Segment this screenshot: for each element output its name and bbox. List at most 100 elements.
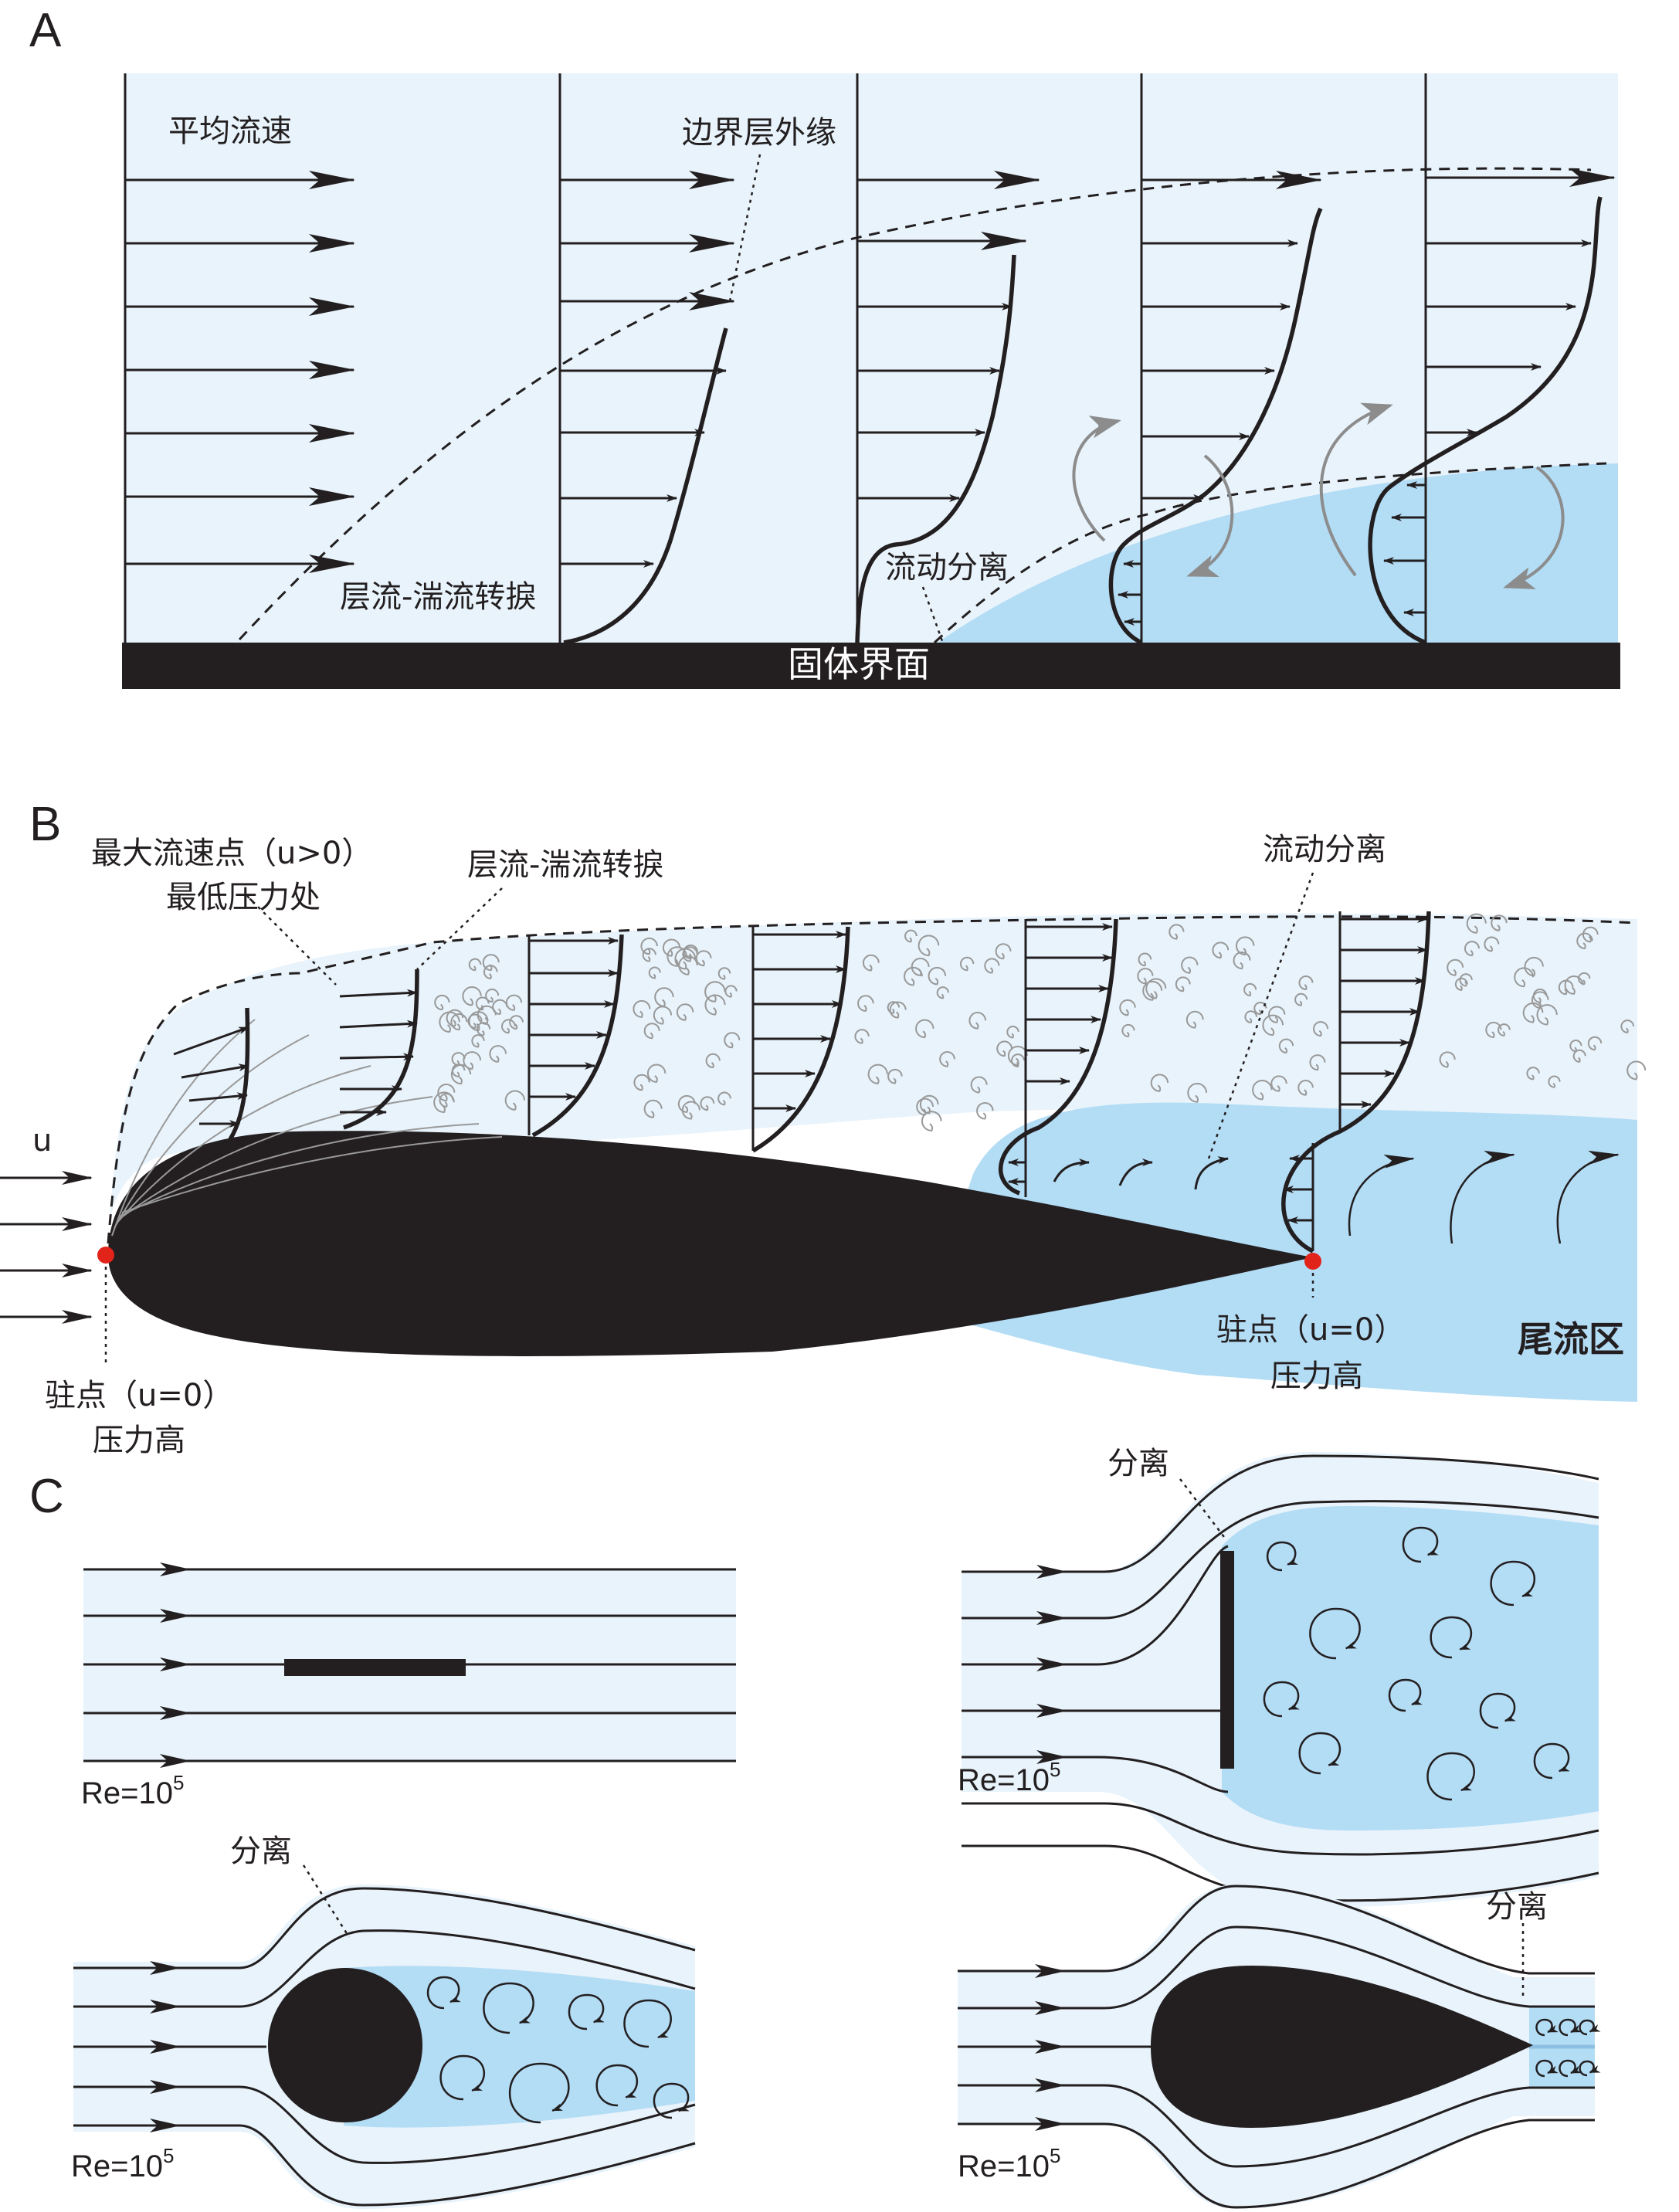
streamline [73, 1929, 696, 2008]
eddy-curl [681, 1101, 700, 1120]
velocity-profile-curve [1108, 207, 1323, 645]
velocity-arrow [173, 1026, 249, 1056]
front-stagnation-line2: 压力高 [93, 1423, 185, 1458]
eddy-curl [485, 988, 500, 1003]
airfoil-velocity-profile-4 [751, 926, 850, 1153]
eddy-curl [1454, 977, 1468, 991]
eddy-curl [904, 929, 918, 943]
re-base: Re=10 [81, 1776, 173, 1810]
eddy-curl [1262, 1014, 1284, 1036]
leader-line [302, 1864, 351, 1938]
incoming-flow-arrows [0, 1171, 93, 1324]
vortex [1426, 1752, 1475, 1801]
solid-interface-label: 固体界面 [788, 643, 930, 685]
boundary-layer-edge-label: 边界层外缘 [682, 115, 836, 151]
panel-c-letter: C [29, 1470, 64, 1523]
max-velocity-label-line1: 最大流速点（u>0） [91, 836, 372, 871]
vortex [1479, 1692, 1516, 1729]
eddy-curl [504, 1090, 525, 1111]
eddy-curl [678, 955, 698, 975]
cylinder-flow: 分离 Re=105 [71, 1834, 696, 2209]
velocity-profile-curve [343, 969, 419, 1130]
leader-line [246, 895, 337, 986]
flat-plate [284, 1659, 466, 1676]
eddy-curl [1119, 999, 1136, 1016]
eddy-curl [921, 1111, 942, 1131]
eddy-curl [1253, 1002, 1267, 1016]
eddy-curl [1185, 1010, 1204, 1029]
wake-swirls [1053, 1150, 1620, 1244]
eddy-curl [1532, 989, 1548, 1003]
eddy-curl [1526, 1067, 1540, 1081]
rear-stagnation-line1: 驻点（u=0） [1216, 1312, 1405, 1348]
eddy-curl [676, 1003, 694, 1021]
wake-vortices [426, 1976, 690, 2124]
eddy-curl [1498, 1023, 1511, 1036]
eddy-curl [1137, 968, 1154, 985]
max-velocity-label-line2: 最低压力处 [166, 880, 321, 915]
leader-line [728, 150, 762, 302]
u-symbol: u [32, 1123, 52, 1159]
eddy-curl [1294, 992, 1308, 1006]
eddy-curl [468, 1011, 489, 1032]
eddy-curl [640, 937, 658, 955]
eddy-curl [682, 946, 698, 962]
streamline [73, 2124, 696, 2207]
eddy-curl [704, 994, 726, 1016]
eddy-curl [437, 1084, 456, 1102]
eddy-curl [1587, 1036, 1603, 1051]
front-stagnation-line1: 驻点（u=0） [45, 1378, 233, 1413]
eddy-curl [976, 1102, 994, 1120]
eddy-curl [995, 943, 1012, 960]
velocity-profile-curve [531, 934, 624, 1138]
eddy-curl [683, 944, 698, 960]
streamline [962, 1545, 1229, 1666]
airfoil-velocity-profile-1 [173, 1007, 250, 1141]
eddy-curl [646, 1064, 667, 1083]
flat-plate-perpendicular: 分离 Re=105 [958, 1446, 1599, 1908]
swirl-arrow [1450, 1150, 1515, 1244]
transition-label-a: 层流-湍流转捩 [340, 579, 536, 615]
vortex [426, 1976, 461, 2010]
eddy-curl [1626, 1060, 1647, 1081]
vortex [1579, 2060, 1601, 2077]
transition-label-b: 层流-湍流转捩 [467, 847, 663, 883]
streamlined-body-flow: 分离 Re=105 [958, 1885, 1601, 2209]
eddy-curl [904, 966, 923, 986]
re-exponent: 5 [173, 1771, 184, 1794]
vortex [568, 1993, 605, 2030]
velocity-profile-curve [228, 1007, 250, 1141]
eddy-curl [1464, 941, 1480, 957]
velocity-profile-curve [563, 327, 728, 645]
vortex [1298, 1732, 1341, 1775]
boundary-layer-region-b [108, 913, 1637, 1243]
velocity-arrow [339, 989, 418, 998]
eddy-curl [1252, 1079, 1273, 1101]
velocity-profile-curve [1368, 196, 1603, 645]
reynolds-label: Re=105 [71, 2144, 174, 2183]
reversed-velocity-profile [1108, 171, 1323, 645]
eddy-curl [1576, 932, 1593, 949]
streamline [962, 1756, 1229, 1793]
eddy-curl [1006, 1026, 1019, 1039]
vortex [508, 2062, 570, 2124]
vortex [1263, 1681, 1300, 1718]
rear-stagnation-line2: 压力高 [1270, 1359, 1363, 1394]
eddy-curl [887, 1001, 901, 1014]
separation-label-a: 流动分离 [885, 550, 1009, 585]
eddy-curl [1558, 979, 1574, 996]
velocity-arrow [339, 1019, 418, 1029]
eddy-curl [1536, 1004, 1558, 1026]
eddy-curl [919, 1094, 939, 1114]
eddy-curl [1181, 956, 1199, 974]
flat-plate-parallel: Re=105 [81, 1562, 736, 1810]
streamline [962, 1802, 1599, 1856]
streamline [962, 1454, 1599, 1573]
separating-velocity-profile [855, 171, 1040, 643]
eddy-curl [959, 956, 975, 972]
vortex [483, 1982, 534, 2034]
boundary-layer-edge-b [107, 915, 1638, 1244]
eddy-curl [677, 1094, 696, 1113]
eddy-curl [648, 966, 661, 979]
eddy-curl [936, 986, 949, 999]
